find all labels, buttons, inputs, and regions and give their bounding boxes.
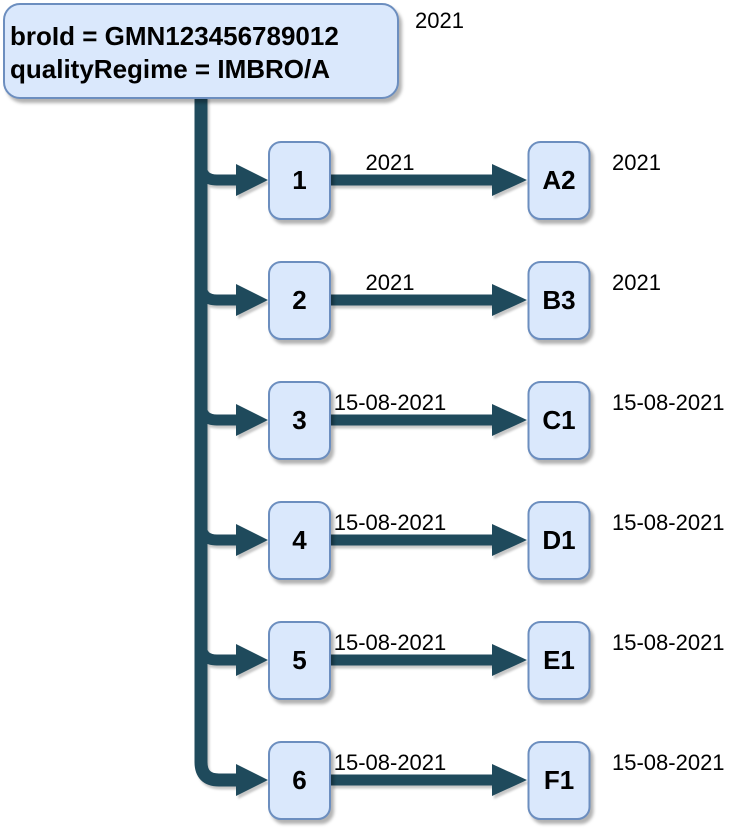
row-edges (195, 388, 527, 436)
target-node-label: E1 (543, 645, 575, 675)
target-node (527, 741, 591, 820)
branch-arrowhead-icon (236, 284, 268, 316)
edge-label: 15-08-2021 (334, 630, 447, 655)
branch-arrowhead-icon (236, 404, 268, 436)
link-arrowhead-icon (492, 764, 527, 796)
row: 1 2021 A2 2021 (268, 141, 661, 220)
target-side-label: 15-08-2021 (612, 510, 725, 535)
edge-label: 2021 (366, 150, 415, 175)
source-node (268, 501, 331, 580)
row: 4 15-08-2021 D1 15-08-2021 (268, 501, 725, 580)
source-node-label: 1 (292, 165, 306, 195)
source-node (268, 621, 331, 700)
source-node-label: 6 (292, 765, 306, 795)
row-edges (195, 508, 527, 556)
target-side-label: 15-08-2021 (612, 630, 725, 655)
trunk-edge (194, 96, 236, 787)
target-node (527, 261, 591, 340)
source-node (268, 741, 331, 820)
source-node-label: 2 (292, 285, 306, 315)
link-arrowhead-icon (492, 404, 527, 436)
edge-label: 15-08-2021 (334, 750, 447, 775)
target-node-label: A2 (542, 165, 575, 195)
target-node (527, 141, 591, 220)
target-node (527, 381, 591, 460)
target-node-label: C1 (542, 405, 575, 435)
link-arrowhead-icon (492, 644, 527, 676)
branch-edge (195, 508, 236, 546)
root-node-line1: broId = GMN123456789012 (10, 21, 339, 51)
branch-arrowhead-icon (236, 644, 268, 676)
target-node-label: B3 (542, 285, 575, 315)
edges-layer (194, 96, 527, 796)
edge-label: 15-08-2021 (334, 390, 447, 415)
link-arrowhead-icon (492, 284, 527, 316)
link-arrowhead-icon (492, 524, 527, 556)
branch-edge (195, 148, 236, 186)
row-edges (195, 628, 527, 676)
target-side-label: 2021 (612, 150, 661, 175)
source-node-label: 5 (292, 645, 306, 675)
source-node-label: 3 (292, 405, 306, 435)
row-edges (236, 764, 527, 796)
target-node-label: D1 (542, 525, 575, 555)
branch-edge (195, 628, 236, 666)
root-side-label: 2021 (415, 8, 464, 33)
row-edges (195, 148, 527, 196)
row: 2 2021 B3 2021 (268, 261, 661, 340)
branch-edge (195, 268, 236, 306)
row: 5 15-08-2021 E1 15-08-2021 (268, 621, 725, 700)
source-node (268, 141, 331, 220)
branch-arrowhead-icon (236, 524, 268, 556)
edge-label: 2021 (366, 270, 415, 295)
row: 3 15-08-2021 C1 15-08-2021 (268, 381, 725, 460)
root-node (3, 3, 399, 99)
link-arrowhead-icon (492, 164, 527, 196)
target-node-label: F1 (544, 765, 574, 795)
target-side-label: 15-08-2021 (612, 750, 725, 775)
source-node (268, 261, 331, 340)
branch-arrowhead-icon (236, 164, 268, 196)
row: 6 15-08-2021 F1 15-08-2021 (268, 741, 725, 820)
source-node-label: 4 (292, 525, 307, 555)
target-side-label: 2021 (612, 270, 661, 295)
branch-edge (195, 388, 236, 426)
root-node-line2: qualityRegime = IMBRO/A (10, 54, 330, 84)
edge-label: 15-08-2021 (334, 510, 447, 535)
target-node (527, 501, 591, 580)
target-node (527, 621, 591, 700)
branch-arrowhead-icon (236, 764, 268, 796)
source-node (268, 381, 331, 460)
row-edges (195, 268, 527, 316)
target-side-label: 15-08-2021 (612, 390, 725, 415)
